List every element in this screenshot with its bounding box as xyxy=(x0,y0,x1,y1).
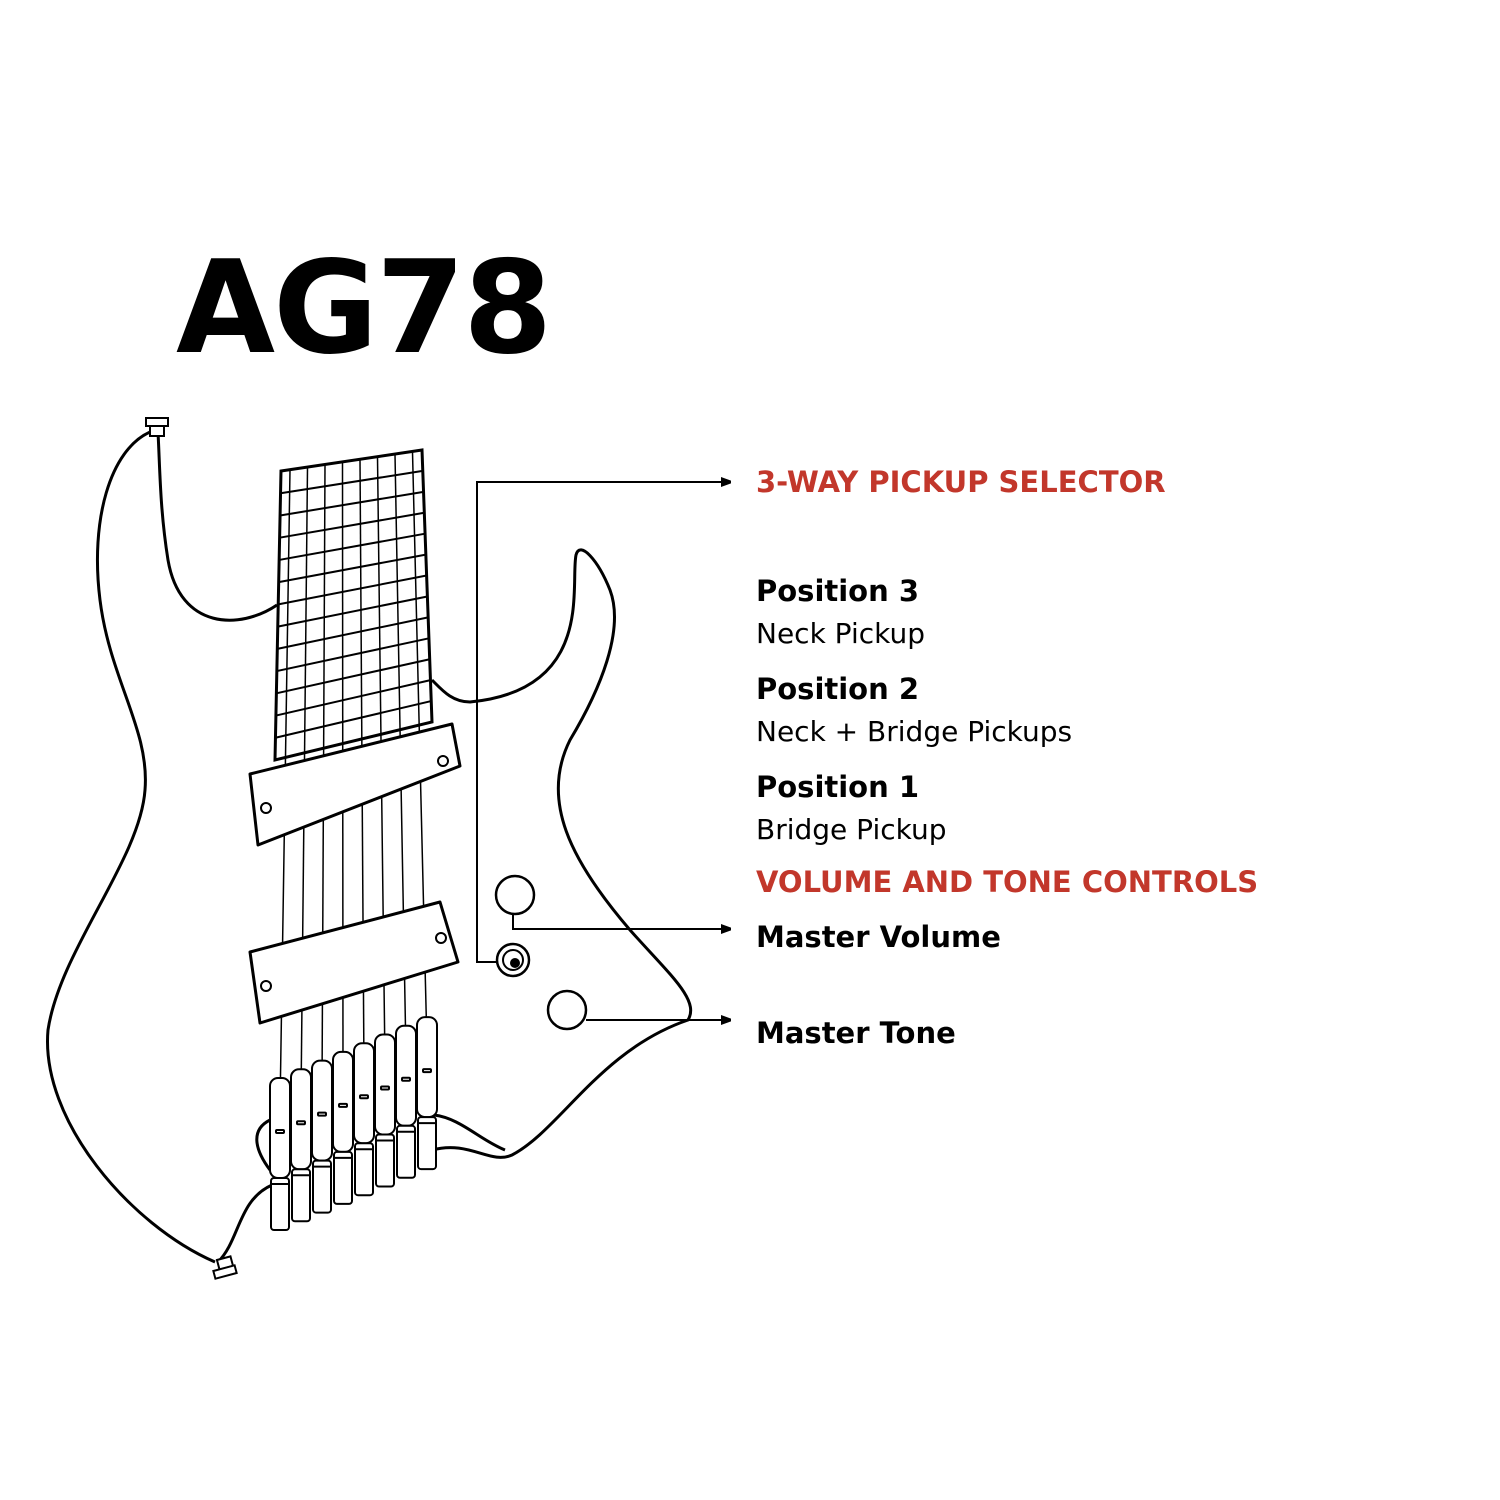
saddle xyxy=(332,1050,354,1205)
fret xyxy=(279,511,425,539)
saddle xyxy=(269,1077,291,1231)
fret xyxy=(275,679,431,717)
master-tone-label: Master Tone xyxy=(756,1016,956,1050)
strap-button-bottom xyxy=(212,1255,238,1280)
fret xyxy=(275,700,432,739)
saddle xyxy=(416,1016,438,1171)
position-1-label: Position 1 xyxy=(756,770,920,804)
bridge-pickup xyxy=(248,900,460,1025)
fret xyxy=(278,574,427,606)
guitar-body xyxy=(46,430,693,1264)
saddle xyxy=(290,1068,312,1223)
saddle xyxy=(395,1024,417,1179)
controls-heading: VOLUME AND TONE CONTROLS xyxy=(756,865,1259,899)
strap-button-top xyxy=(145,417,169,437)
fret xyxy=(277,595,428,628)
neck-pickup xyxy=(248,722,462,847)
master-volume-label: Master Volume xyxy=(756,920,1001,954)
fret xyxy=(276,658,430,695)
position-1-desc: Bridge Pickup xyxy=(756,813,947,846)
saddle xyxy=(311,1059,333,1214)
tone-knob xyxy=(546,989,588,1031)
fret xyxy=(280,469,423,495)
fret xyxy=(276,637,430,673)
volume-knob xyxy=(494,874,536,916)
position-2-label: Position 2 xyxy=(756,672,920,706)
volume-arrow xyxy=(512,914,730,929)
saddle xyxy=(353,1042,375,1197)
position-2-desc: Neck + Bridge Pickups xyxy=(756,715,1073,748)
fret xyxy=(277,616,429,650)
bridge-saddles xyxy=(269,1016,438,1231)
position-3-desc: Neck Pickup xyxy=(756,617,925,650)
saddle xyxy=(374,1033,396,1188)
callout-arrows xyxy=(476,482,730,1020)
selector-arrow xyxy=(476,482,730,963)
fret xyxy=(278,553,427,584)
fretboard xyxy=(273,448,434,762)
selector-heading: 3-WAY PICKUP SELECTOR xyxy=(756,465,1166,499)
model-title: AG78 xyxy=(176,234,552,383)
position-3-label: Position 3 xyxy=(756,574,920,608)
pickup-selector-switch xyxy=(495,942,531,978)
fret xyxy=(278,532,426,561)
fret xyxy=(279,490,424,517)
